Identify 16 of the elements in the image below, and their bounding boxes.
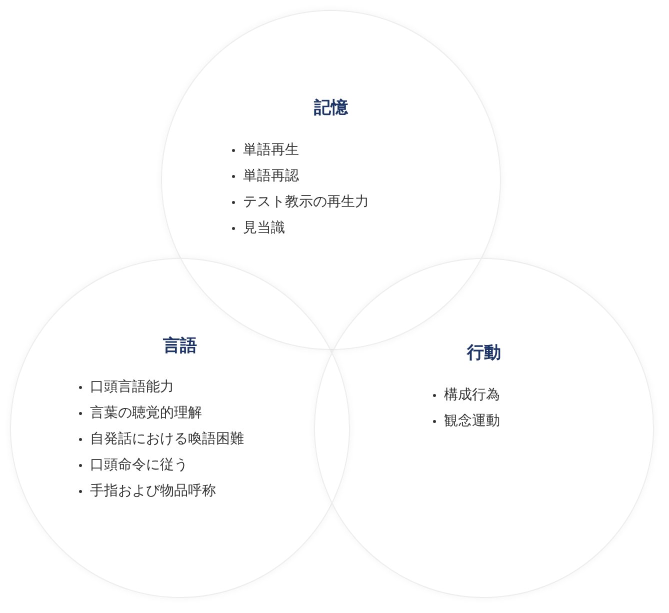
bullet-item: 言葉の聴覚的理解 xyxy=(77,404,202,422)
circle-heading: 行動 xyxy=(467,342,501,364)
bullet-item: 手指および物品呼称 xyxy=(77,482,216,500)
bullet-item: テスト教示の再生力 xyxy=(230,193,369,211)
bullet-item: 単語再認 xyxy=(230,167,299,185)
bullet-item: 口頭言語能力 xyxy=(77,378,174,396)
circle-heading: 記憶 xyxy=(314,97,348,119)
bullet-item: 見当識 xyxy=(230,219,285,237)
bullet-item: 口頭命令に従う xyxy=(77,456,188,474)
venn-circle xyxy=(314,258,654,598)
bullet-item: 自発話における喚語困難 xyxy=(77,430,244,448)
bullet-item: 単語再生 xyxy=(230,141,299,159)
circle-heading: 言語 xyxy=(163,335,197,357)
venn-circle xyxy=(10,258,350,598)
bullet-item: 観念運動 xyxy=(431,412,500,430)
bullet-item: 構成行為 xyxy=(431,386,500,404)
